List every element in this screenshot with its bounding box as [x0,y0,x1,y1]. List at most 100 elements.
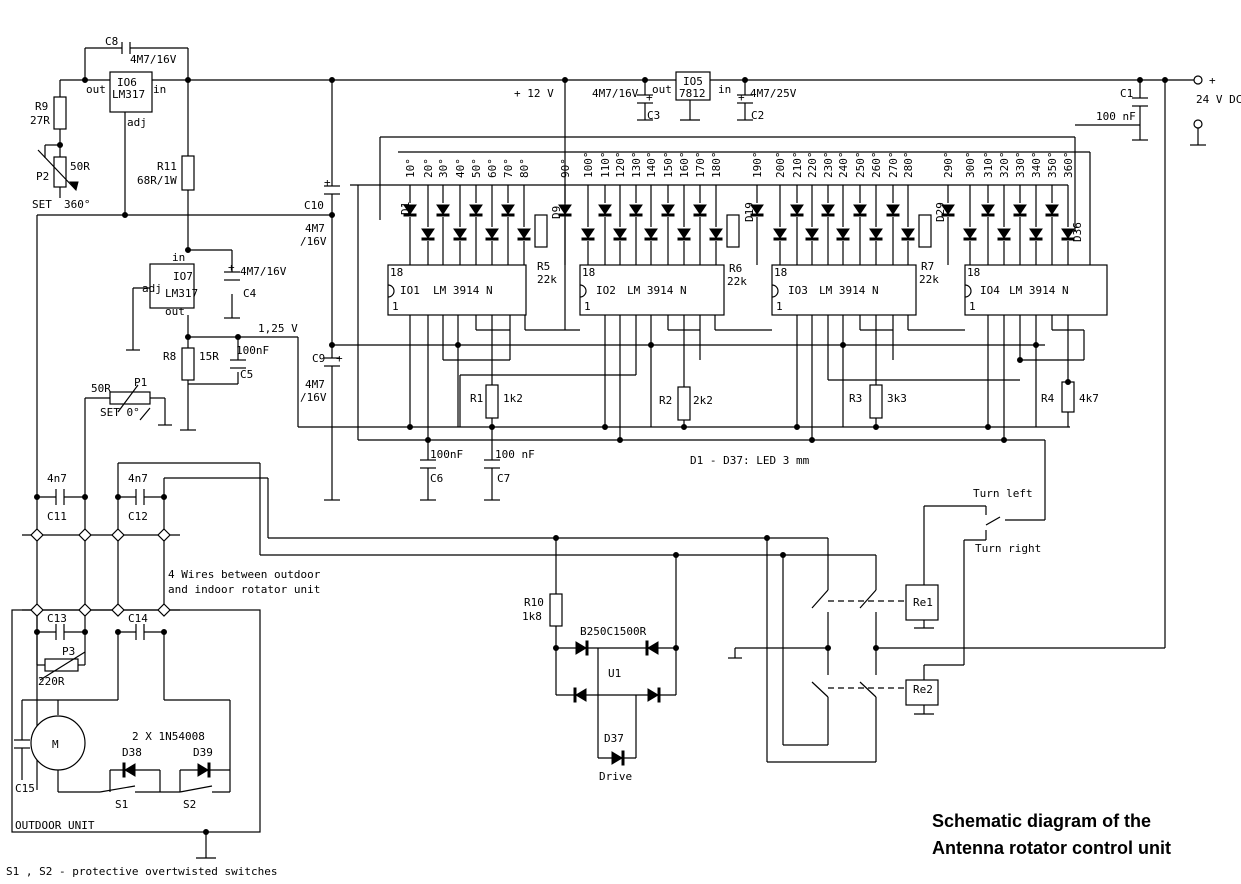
led-bar-4 [453,237,467,241]
p1-label: P1 [134,376,147,389]
c12-value: 4n7 [128,472,148,485]
led-bar-29 [941,213,955,217]
led-wires [409,185,1069,265]
s1-label: S1 [115,798,128,811]
d39-label: D39 [193,746,213,759]
led-bar-26 [869,237,883,241]
r11-body [181,155,195,191]
angle-label-17: 170° [694,152,707,179]
bridge-name: U1 [608,667,621,680]
d37-label: D37 [604,732,624,745]
led-bar-19 [750,213,764,217]
angle-label-12: 120° [614,152,627,179]
angle-label-15: 150° [662,152,675,179]
c3-value: 4M7/16V [592,87,639,100]
r8-value: 15R [199,350,219,363]
led-bar-11 [598,213,612,217]
turn-right-label: Turn right [975,542,1041,555]
c13-label: C13 [47,612,67,625]
ic4-name: IO4 [980,284,1000,297]
led-bar-7 [501,213,515,217]
led-33 [1013,204,1027,215]
io6-name: IO6 [117,76,137,89]
angle-label-25: 250° [854,152,867,179]
led-bar-3 [436,213,450,217]
c10-value2: /16V [300,235,327,248]
ic3-type: LM 3914 N [819,284,879,297]
led-bar-9 [558,213,572,217]
p1-set: SET 0° [100,406,140,419]
led-bar-36 [1061,237,1075,241]
led-bar-17 [693,213,707,217]
io7-name: IO7 [173,270,193,283]
io7-in: in [172,251,185,264]
d19-label: D19 [743,202,756,222]
drive-label: Drive [599,770,632,783]
s2-label: S2 [183,798,196,811]
diodes-label: 2 X 1N54008 [132,730,205,743]
c9-plus: + [336,352,343,365]
ic2-body [579,264,725,316]
r6-value: 22k [727,275,747,288]
led-19 [750,204,764,215]
angle-label-24: 240° [837,152,850,179]
d29-label: D29 [934,202,947,222]
outdoor-label: OUTDOOR UNIT [15,819,95,832]
io7-adj: adj [142,282,162,295]
relay1-label: Re1 [913,596,933,609]
wires-label-1: 4 Wires between outdoor [168,568,321,581]
led-bar-32 [997,237,1011,241]
supply-plus-terminal [1193,75,1203,85]
ic2-pin1: 1 [584,300,591,313]
wires [11,47,1206,859]
io6-adj: adj [127,116,147,129]
led-bar-35 [1045,213,1059,217]
led-bar-34 [1029,237,1043,241]
led-bar-18 [709,237,723,241]
io5-type: 7812 [679,87,706,100]
led-bar-6 [485,237,499,241]
angle-label-6: 60° [486,158,499,178]
io5-body [675,71,711,101]
angle-label-23: 230° [822,152,835,179]
io5-in: in [718,83,731,96]
ic4-pin18: 18 [967,266,980,279]
angle-label-11: 110° [599,152,612,179]
c3-label: C3 [647,109,660,122]
led-1 [403,204,417,215]
p3-body [44,658,79,672]
p1-body [109,391,151,405]
ic1-pin18: 18 [390,266,403,279]
angle-label-33: 330° [1014,152,1027,179]
io6-type: LM317 [112,88,145,101]
c15-label: C15 [15,782,35,795]
led-7 [501,204,515,215]
led-row: 10°20°30°40°50°60°70°80°90°100°110°120°1… [403,152,1075,241]
angle-label-21: 210° [791,152,804,179]
r6-body [726,214,740,248]
angle-label-20: 200° [774,152,787,179]
p2-body [53,156,67,188]
led-27 [886,204,900,215]
led-bar-20 [773,237,787,241]
relay2-coil [905,679,939,706]
r10-value: 1k8 [522,610,542,623]
c12-label: C12 [128,510,148,523]
r3-body [869,384,883,419]
io7-out: out [165,305,185,318]
r4-value: 4k7 [1079,392,1099,405]
ic4-pin1: 1 [969,300,976,313]
io5-out: out [652,83,672,96]
angle-label-13: 130° [630,152,643,179]
r3-value: 3k3 [887,392,907,405]
angle-label-34: 340° [1030,152,1043,179]
c9-label: C9 [312,352,325,365]
r5-value: 22k [537,273,557,286]
c9-value1: 4M7 [305,378,325,391]
components [14,42,1203,835]
led-bar-30 [963,237,977,241]
r7-value: 22k [919,273,939,286]
led-bar-10 [581,237,595,241]
led-11 [598,204,612,215]
